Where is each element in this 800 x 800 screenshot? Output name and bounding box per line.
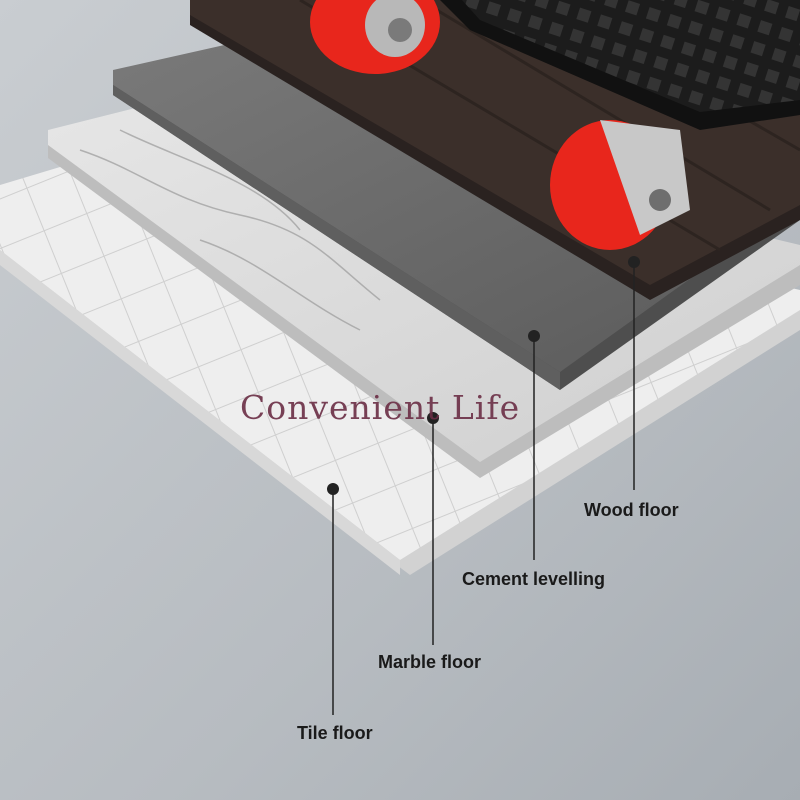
callout-tile	[327, 483, 339, 715]
callout-cement	[528, 330, 540, 560]
label-tile-floor: Tile floor	[297, 723, 373, 743]
callout-wood	[628, 256, 640, 490]
label-wood-floor: Wood floor	[584, 500, 679, 520]
label-marble-floor: Marble floor	[378, 652, 482, 672]
dolly-pad	[440, 0, 800, 130]
callout-marble	[427, 412, 439, 645]
caster-wheel-front	[550, 120, 690, 250]
watermark-text: Convenient Life	[240, 388, 521, 427]
caster-wheel-top	[310, 0, 440, 74]
label-cement-levelling: Cement levelling	[462, 569, 606, 589]
